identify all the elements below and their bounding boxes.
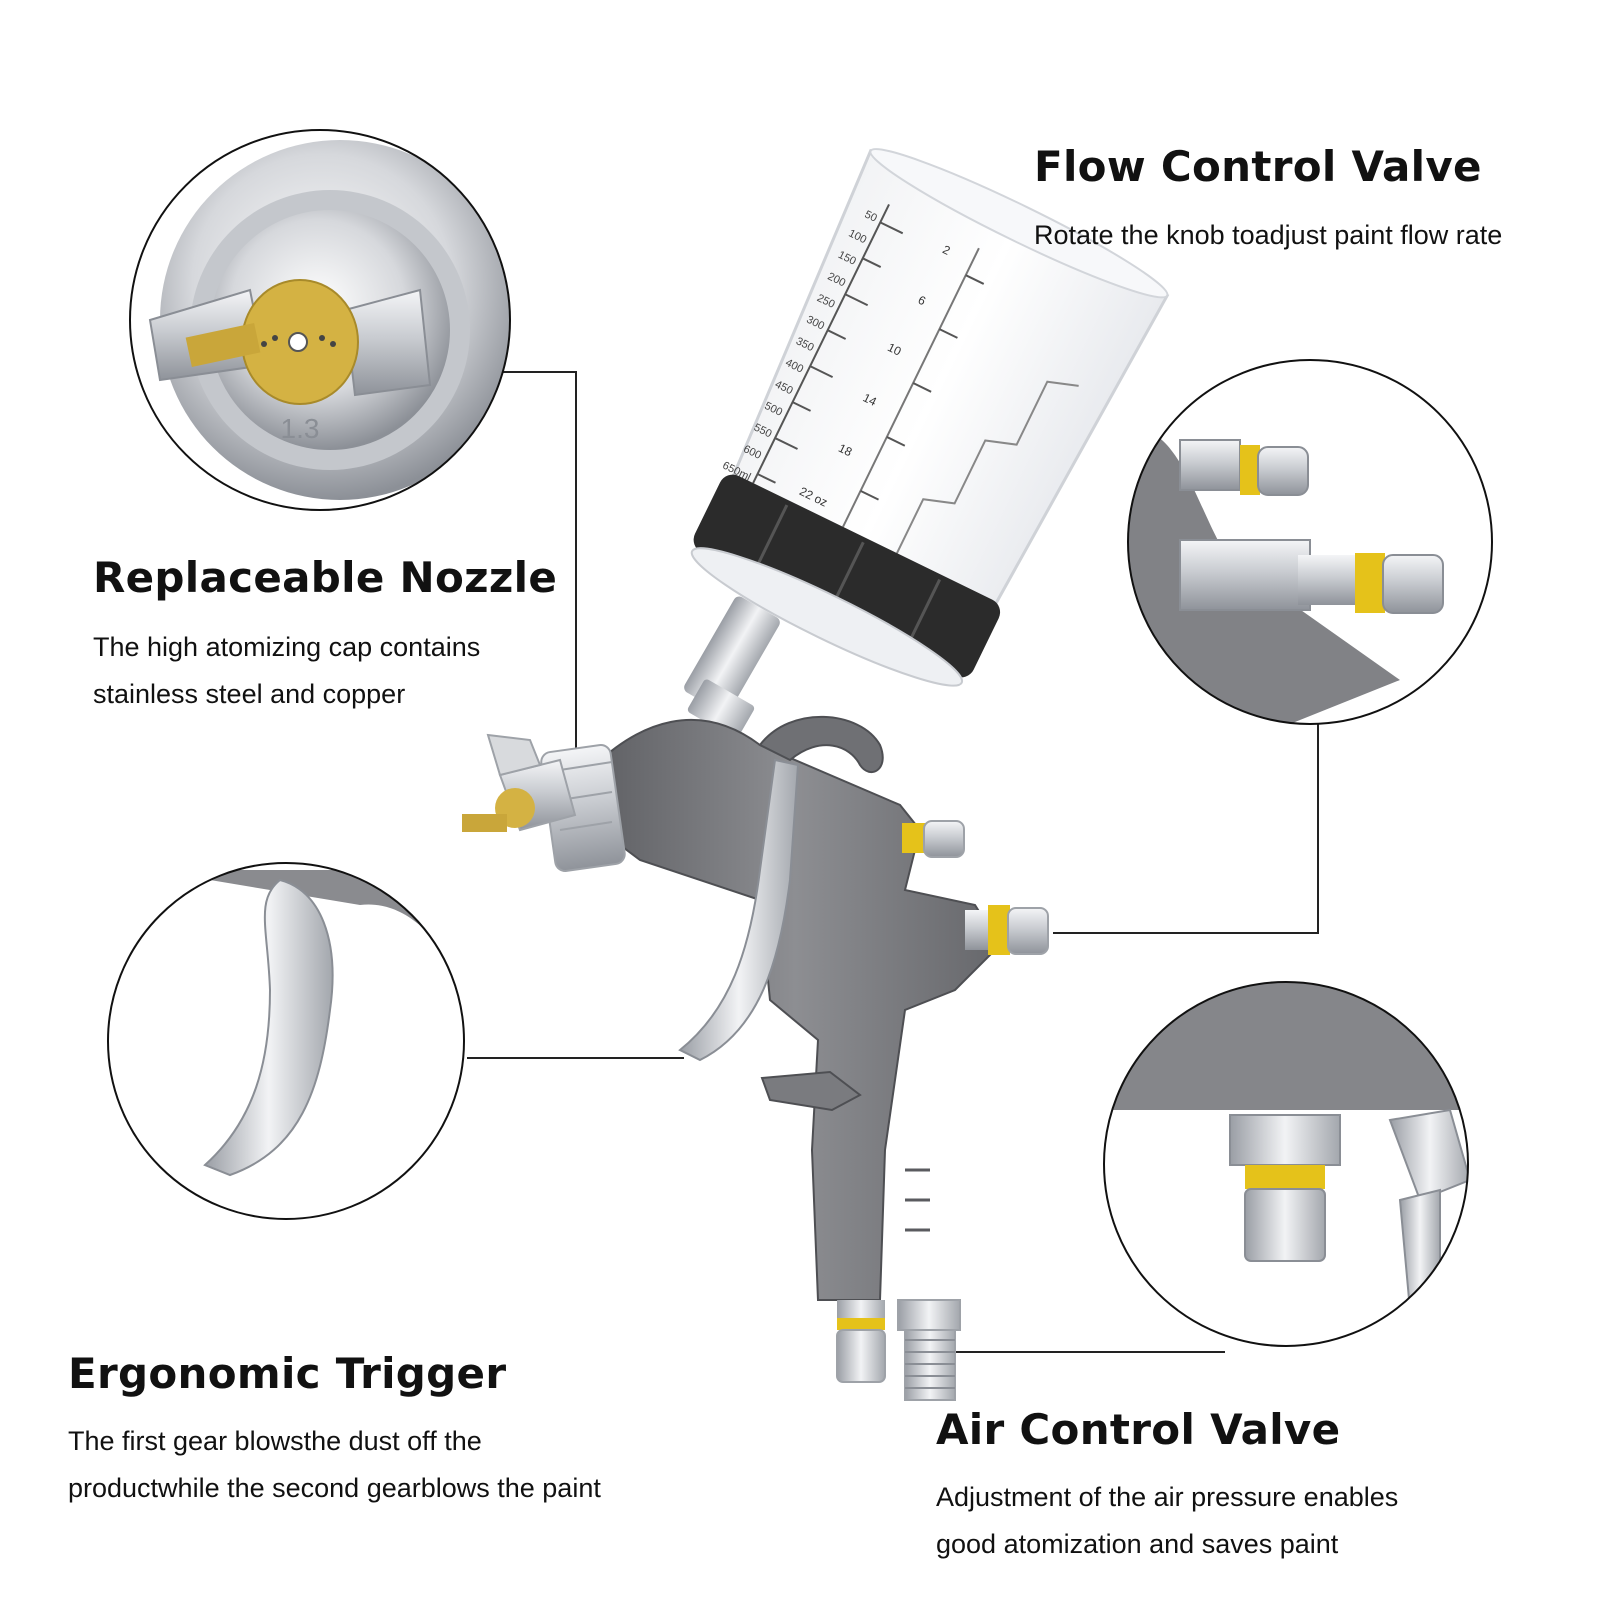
air-desc-line-2: good atomization and saves paint <box>936 1529 1339 1559</box>
nozzle-size-marking: 1.3 <box>281 413 320 444</box>
spray-gun <box>462 148 1170 1401</box>
air-inlet-fitting <box>897 1299 961 1401</box>
nozzle-assembly <box>462 733 626 872</box>
nozzle-desc-line-2: stainless steel and copper <box>93 679 406 709</box>
paint-cup <box>690 148 1170 687</box>
flow-control-description: Rotate the knob toadjust paint flow rate <box>1034 212 1502 259</box>
air-valve-bottom <box>836 1300 886 1383</box>
trigger-desc-line-1: The first gear blowsthe dust off the <box>68 1426 482 1456</box>
replaceable-nozzle-description: The high atomizing cap contains stainles… <box>93 624 480 718</box>
hanger-hook <box>758 715 884 774</box>
flow-control-title: Flow Control Valve <box>1034 142 1482 191</box>
flow-knob <box>902 820 965 858</box>
cup-neck <box>684 596 780 739</box>
flow-control-desc-line-1: Rotate the knob toadjust paint flow rate <box>1034 220 1503 250</box>
air-detail-circle <box>1103 981 1469 1347</box>
cup-oz-mark: 18 <box>836 441 854 460</box>
ergonomic-trigger-title: Ergonomic Trigger <box>68 1349 507 1398</box>
trigger <box>678 758 800 1062</box>
trigger-detail-circle <box>107 862 465 1220</box>
replaceable-nozzle-title: Replaceable Nozzle <box>93 553 558 602</box>
cup-oz-mark: 14 <box>861 390 879 409</box>
trigger-desc-line-2: productwhile the second gearblows the pa… <box>68 1473 601 1503</box>
cup-oz-mark: 10 <box>885 340 903 359</box>
cup-ml-mark: 50 <box>863 209 879 225</box>
flow-detail-circle <box>1127 359 1493 725</box>
ergonomic-trigger-description: The first gear blowsthe dust off the pro… <box>68 1418 601 1512</box>
air-control-title: Air Control Valve <box>936 1405 1341 1454</box>
air-control-description: Adjustment of the air pressure enables g… <box>936 1474 1398 1568</box>
nozzle-desc-line-1: The high atomizing cap contains <box>93 632 481 662</box>
fan-knob <box>965 905 1049 955</box>
air-desc-line-1: Adjustment of the air pressure enables <box>936 1482 1399 1512</box>
leader-line-flow <box>1053 722 1319 934</box>
nozzle-detail-circle <box>129 129 511 511</box>
